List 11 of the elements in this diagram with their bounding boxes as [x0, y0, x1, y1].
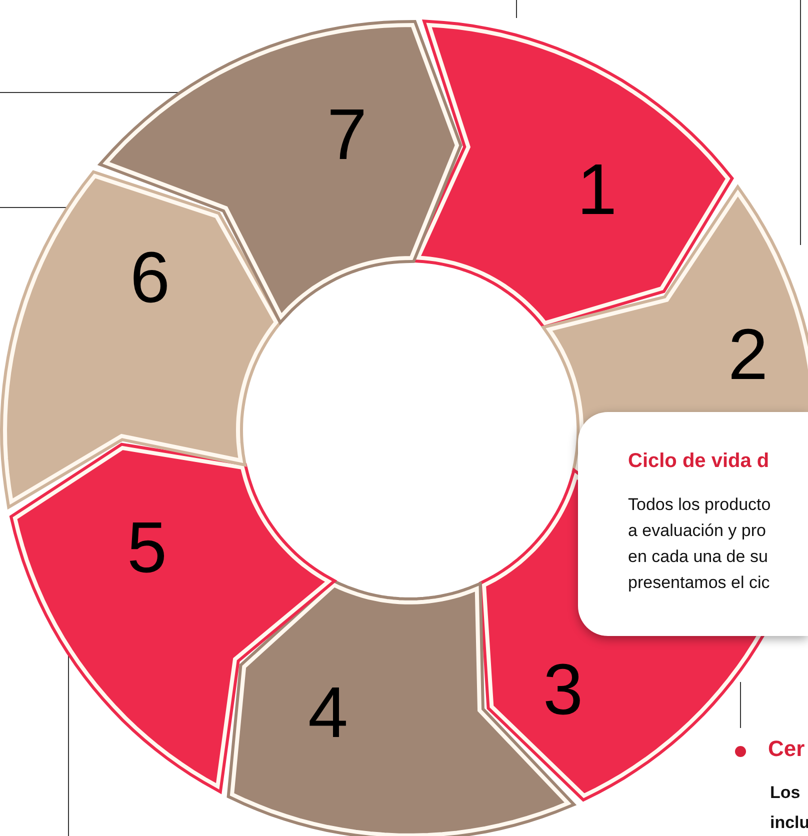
step-number: 1 [576, 154, 617, 226]
card-title: Ciclo de vida d [628, 450, 770, 473]
step-number: 7 [326, 98, 367, 171]
step-number: 6 [130, 242, 170, 314]
section-heading: Cer [768, 736, 805, 762]
step-number: 2 [728, 318, 768, 391]
card-text: Todos los producto a evaluación y pro en cada una de su presentamos el cic [628, 494, 772, 594]
step-number: 5 [126, 512, 167, 584]
info-card [578, 412, 808, 636]
step-number: 3 [542, 654, 583, 726]
step-number: 4 [308, 676, 348, 749]
